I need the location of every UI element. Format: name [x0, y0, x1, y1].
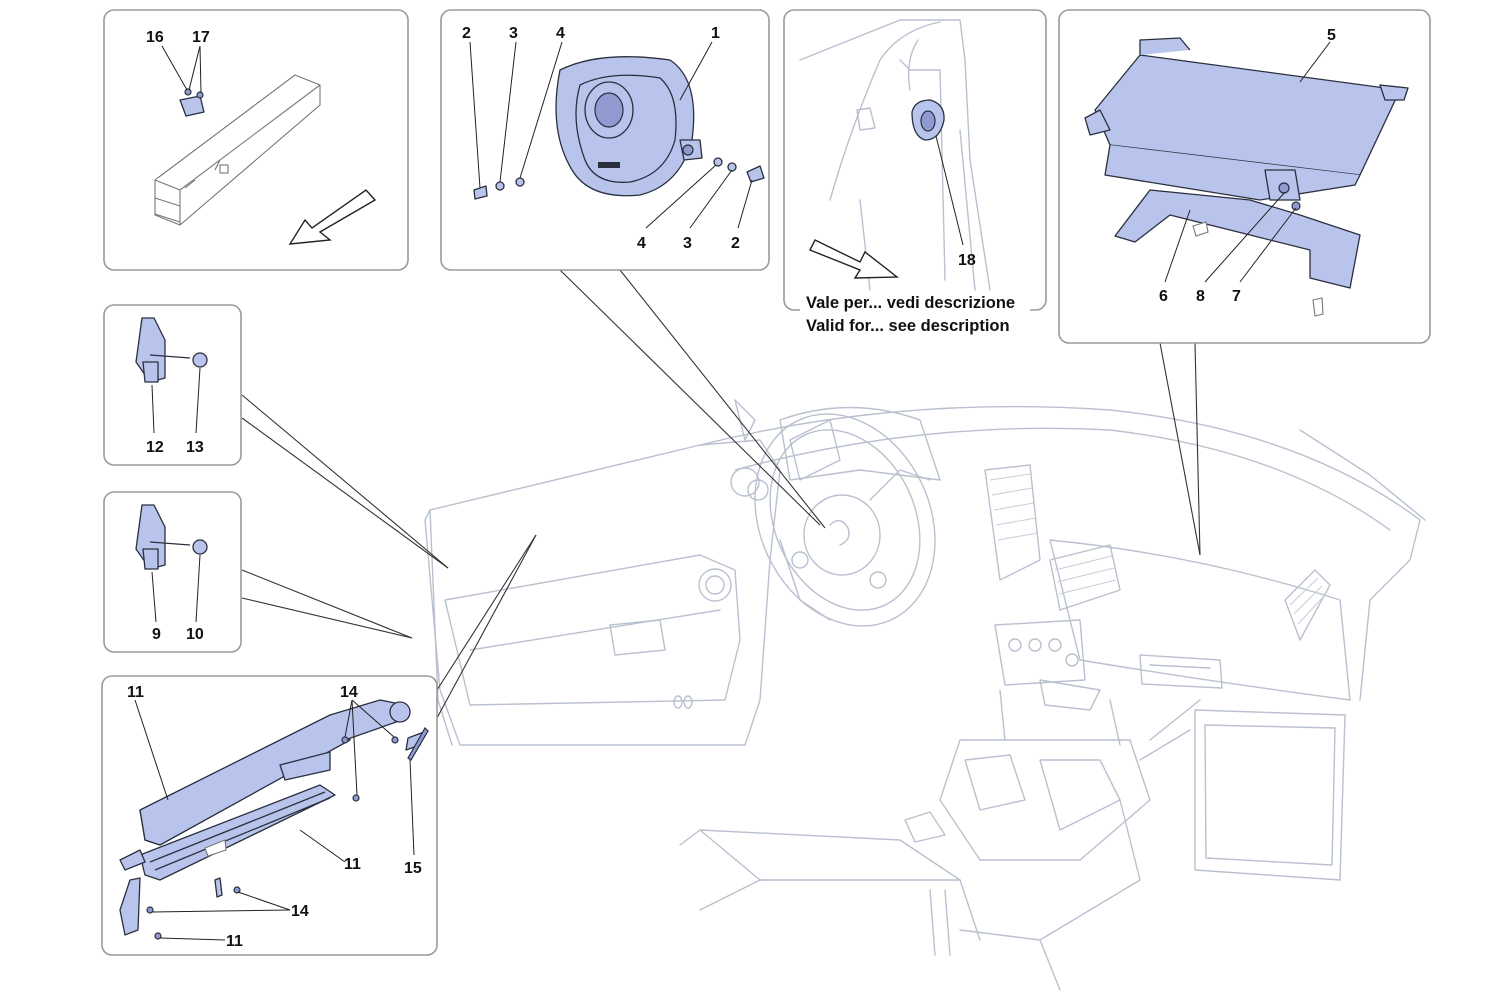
panel-door-airbag: 11 14 11 15 14 11: [101, 675, 438, 956]
callout-11: 11: [344, 856, 361, 873]
panel-passenger-airbag: 5 6 8 7: [1058, 9, 1431, 344]
callout-13: 13: [186, 439, 204, 456]
callout-14: 14: [340, 684, 358, 701]
applicability-note-english: Valid for... see description: [806, 317, 1010, 335]
panel-pillar-detail: 18 Vale per... vedi descrizione Valid fo…: [783, 9, 1047, 340]
callout-4: 4: [637, 235, 646, 252]
callout-7: 7: [1232, 288, 1241, 305]
callout-2: 2: [731, 235, 740, 252]
callout-17: 17: [192, 29, 210, 46]
callout-3: 3: [683, 235, 692, 252]
direction-arrow: [809, 239, 899, 279]
callout-14: 14: [291, 903, 309, 920]
callout-2: 2: [462, 25, 471, 42]
callout-11: 11: [226, 933, 243, 950]
callout-15: 15: [404, 860, 422, 877]
callout-9: 9: [152, 626, 161, 643]
direction-arrow: [288, 189, 377, 245]
applicability-note-italian: Vale per... vedi descrizione: [806, 294, 1015, 312]
panel-sensor-9-10: 9 10: [103, 491, 242, 653]
callout-18: 18: [958, 252, 976, 269]
callout-12: 12: [146, 439, 164, 456]
callout-11: 11: [127, 684, 144, 701]
callout-8: 8: [1196, 288, 1205, 305]
panel-beam-detail: 16 17: [103, 9, 409, 271]
callout-4: 4: [556, 25, 565, 42]
callout-16: 16: [146, 29, 164, 46]
callout-5: 5: [1327, 27, 1336, 44]
panel-sensor-12-13: 12 13: [103, 304, 242, 466]
car-interior-outline: [424, 399, 1426, 991]
callout-10: 10: [186, 626, 204, 643]
callout-1: 1: [711, 25, 720, 42]
panel-connector-lines: [241, 269, 1201, 719]
callout-3: 3: [509, 25, 518, 42]
callout-6: 6: [1159, 288, 1168, 305]
panel-driver-airbag: 2 3 4 1 4 3 2: [440, 9, 770, 271]
